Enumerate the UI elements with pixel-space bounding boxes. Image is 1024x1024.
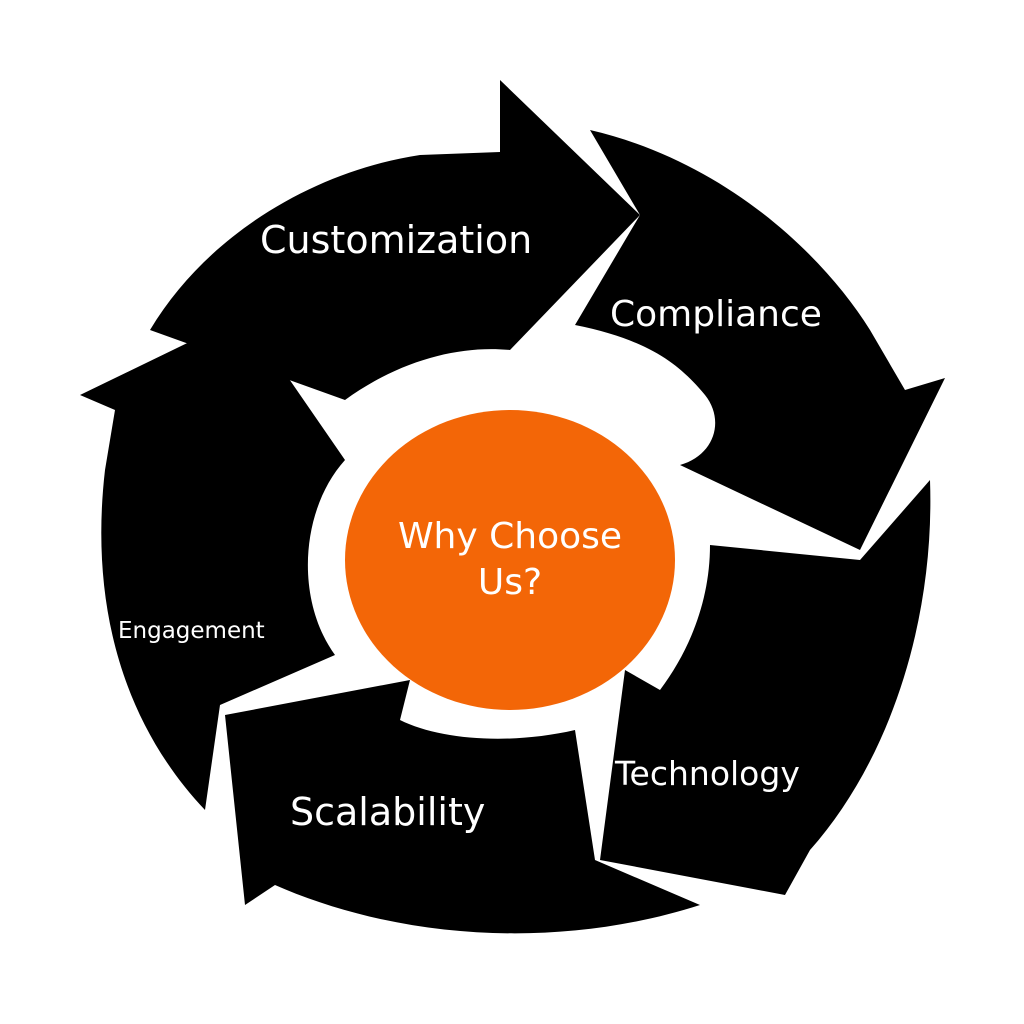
center-circle: Why Choose Us? <box>345 410 675 710</box>
segment-engagement-arrow <box>80 315 345 810</box>
center-title: Why Choose Us? <box>397 516 623 603</box>
segment-technology-arrow <box>600 480 931 895</box>
label-customization: Customization <box>260 218 533 262</box>
label-scalability: Scalability <box>290 790 486 834</box>
segment-customization-arrow <box>150 80 640 400</box>
label-compliance: Compliance <box>610 294 822 335</box>
label-technology: Technology <box>615 754 800 793</box>
segment-compliance-arrow <box>575 130 945 550</box>
label-engagement: Engagement <box>118 618 265 644</box>
segment-scalability-arrow <box>225 680 700 934</box>
